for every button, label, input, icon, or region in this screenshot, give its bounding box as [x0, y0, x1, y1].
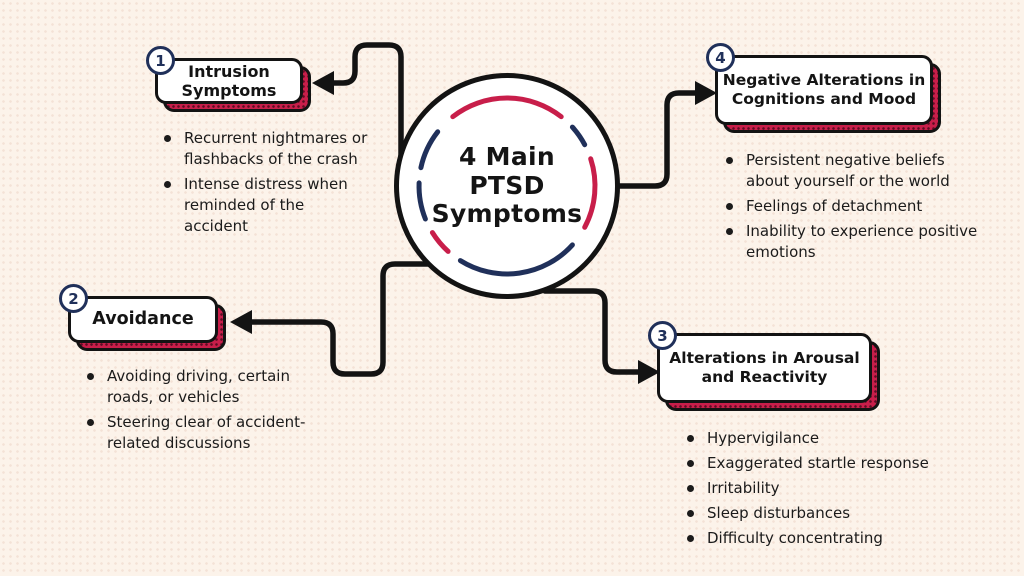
bullet-dot-icon [687, 435, 694, 442]
center-circle: 4 Main PTSD Symptoms [394, 73, 620, 299]
dashed-ring [416, 95, 598, 277]
number-badge: 3 [648, 321, 677, 350]
list-item: Steering clear of accident- related disc… [84, 412, 329, 454]
main-title: 4 Main PTSD Symptoms [431, 142, 583, 229]
bullet-dot-icon [687, 460, 694, 467]
bullet-dot-icon [687, 510, 694, 517]
bullet-dot-icon [164, 181, 171, 188]
bullet-dot-icon [687, 485, 694, 492]
list-item: Exaggerated startle response [684, 453, 969, 474]
bullet-dot-icon [87, 419, 94, 426]
bullet-dot-icon [726, 228, 733, 235]
node-title: Avoidance [68, 296, 218, 343]
list-item: Recurrent nightmares or flashbacks of th… [161, 128, 391, 170]
node-arousal-reactivity: Alterations in Arousal and Reactivity 3 [648, 321, 880, 411]
bullet-dot-icon [726, 203, 733, 210]
bullet-dot-icon [687, 535, 694, 542]
connector-arousal [542, 288, 643, 375]
bullet-dot-icon [726, 157, 733, 164]
bullet-list-arousal: Hypervigilance Exaggerated startle respo… [684, 428, 969, 553]
list-item: Sleep disturbances [684, 503, 969, 524]
list-item: Hypervigilance [684, 428, 969, 449]
list-item: Intense distress when reminded of the ac… [161, 174, 391, 237]
node-title: Alterations in Arousal and Reactivity [657, 333, 872, 403]
list-item: Inability to experience positive emotion… [723, 221, 993, 263]
node-avoidance: Avoidance 2 [59, 284, 226, 351]
list-item: Avoiding driving, certain roads, or vehi… [84, 366, 329, 408]
bullet-dot-icon [164, 135, 171, 142]
arrowhead-left-icon [230, 310, 252, 334]
number-badge: 4 [706, 43, 735, 72]
node-title: Intrusion Symptoms [155, 58, 303, 104]
list-item: Feelings of detachment [723, 196, 993, 217]
connector-avoidance [247, 261, 435, 377]
arrowhead-right-icon [695, 81, 717, 105]
bullet-list-avoidance: Avoiding driving, certain roads, or vehi… [84, 366, 329, 458]
node-intrusion-symptoms: Intrusion Symptoms 1 [146, 46, 311, 112]
bullet-list-cognitions: Persistent negative beliefs about yourse… [723, 150, 993, 267]
arrowhead-right-icon [638, 360, 660, 384]
connector-intrusion [329, 42, 404, 167]
arrowhead-left-icon [312, 71, 334, 95]
list-item: Persistent negative beliefs about yourse… [723, 150, 993, 192]
list-item: Difficulty concentrating [684, 528, 969, 549]
bullet-list-intrusion: Recurrent nightmares or flashbacks of th… [161, 128, 391, 241]
number-badge: 1 [146, 46, 175, 75]
node-title: Negative Alterations in Cognitions and M… [715, 55, 933, 125]
bullet-dot-icon [87, 373, 94, 380]
node-negative-cognitions-mood: Negative Alterations in Cognitions and M… [706, 43, 941, 133]
connector-cognitions [609, 90, 700, 189]
number-badge: 2 [59, 284, 88, 313]
list-item: Irritability [684, 478, 969, 499]
